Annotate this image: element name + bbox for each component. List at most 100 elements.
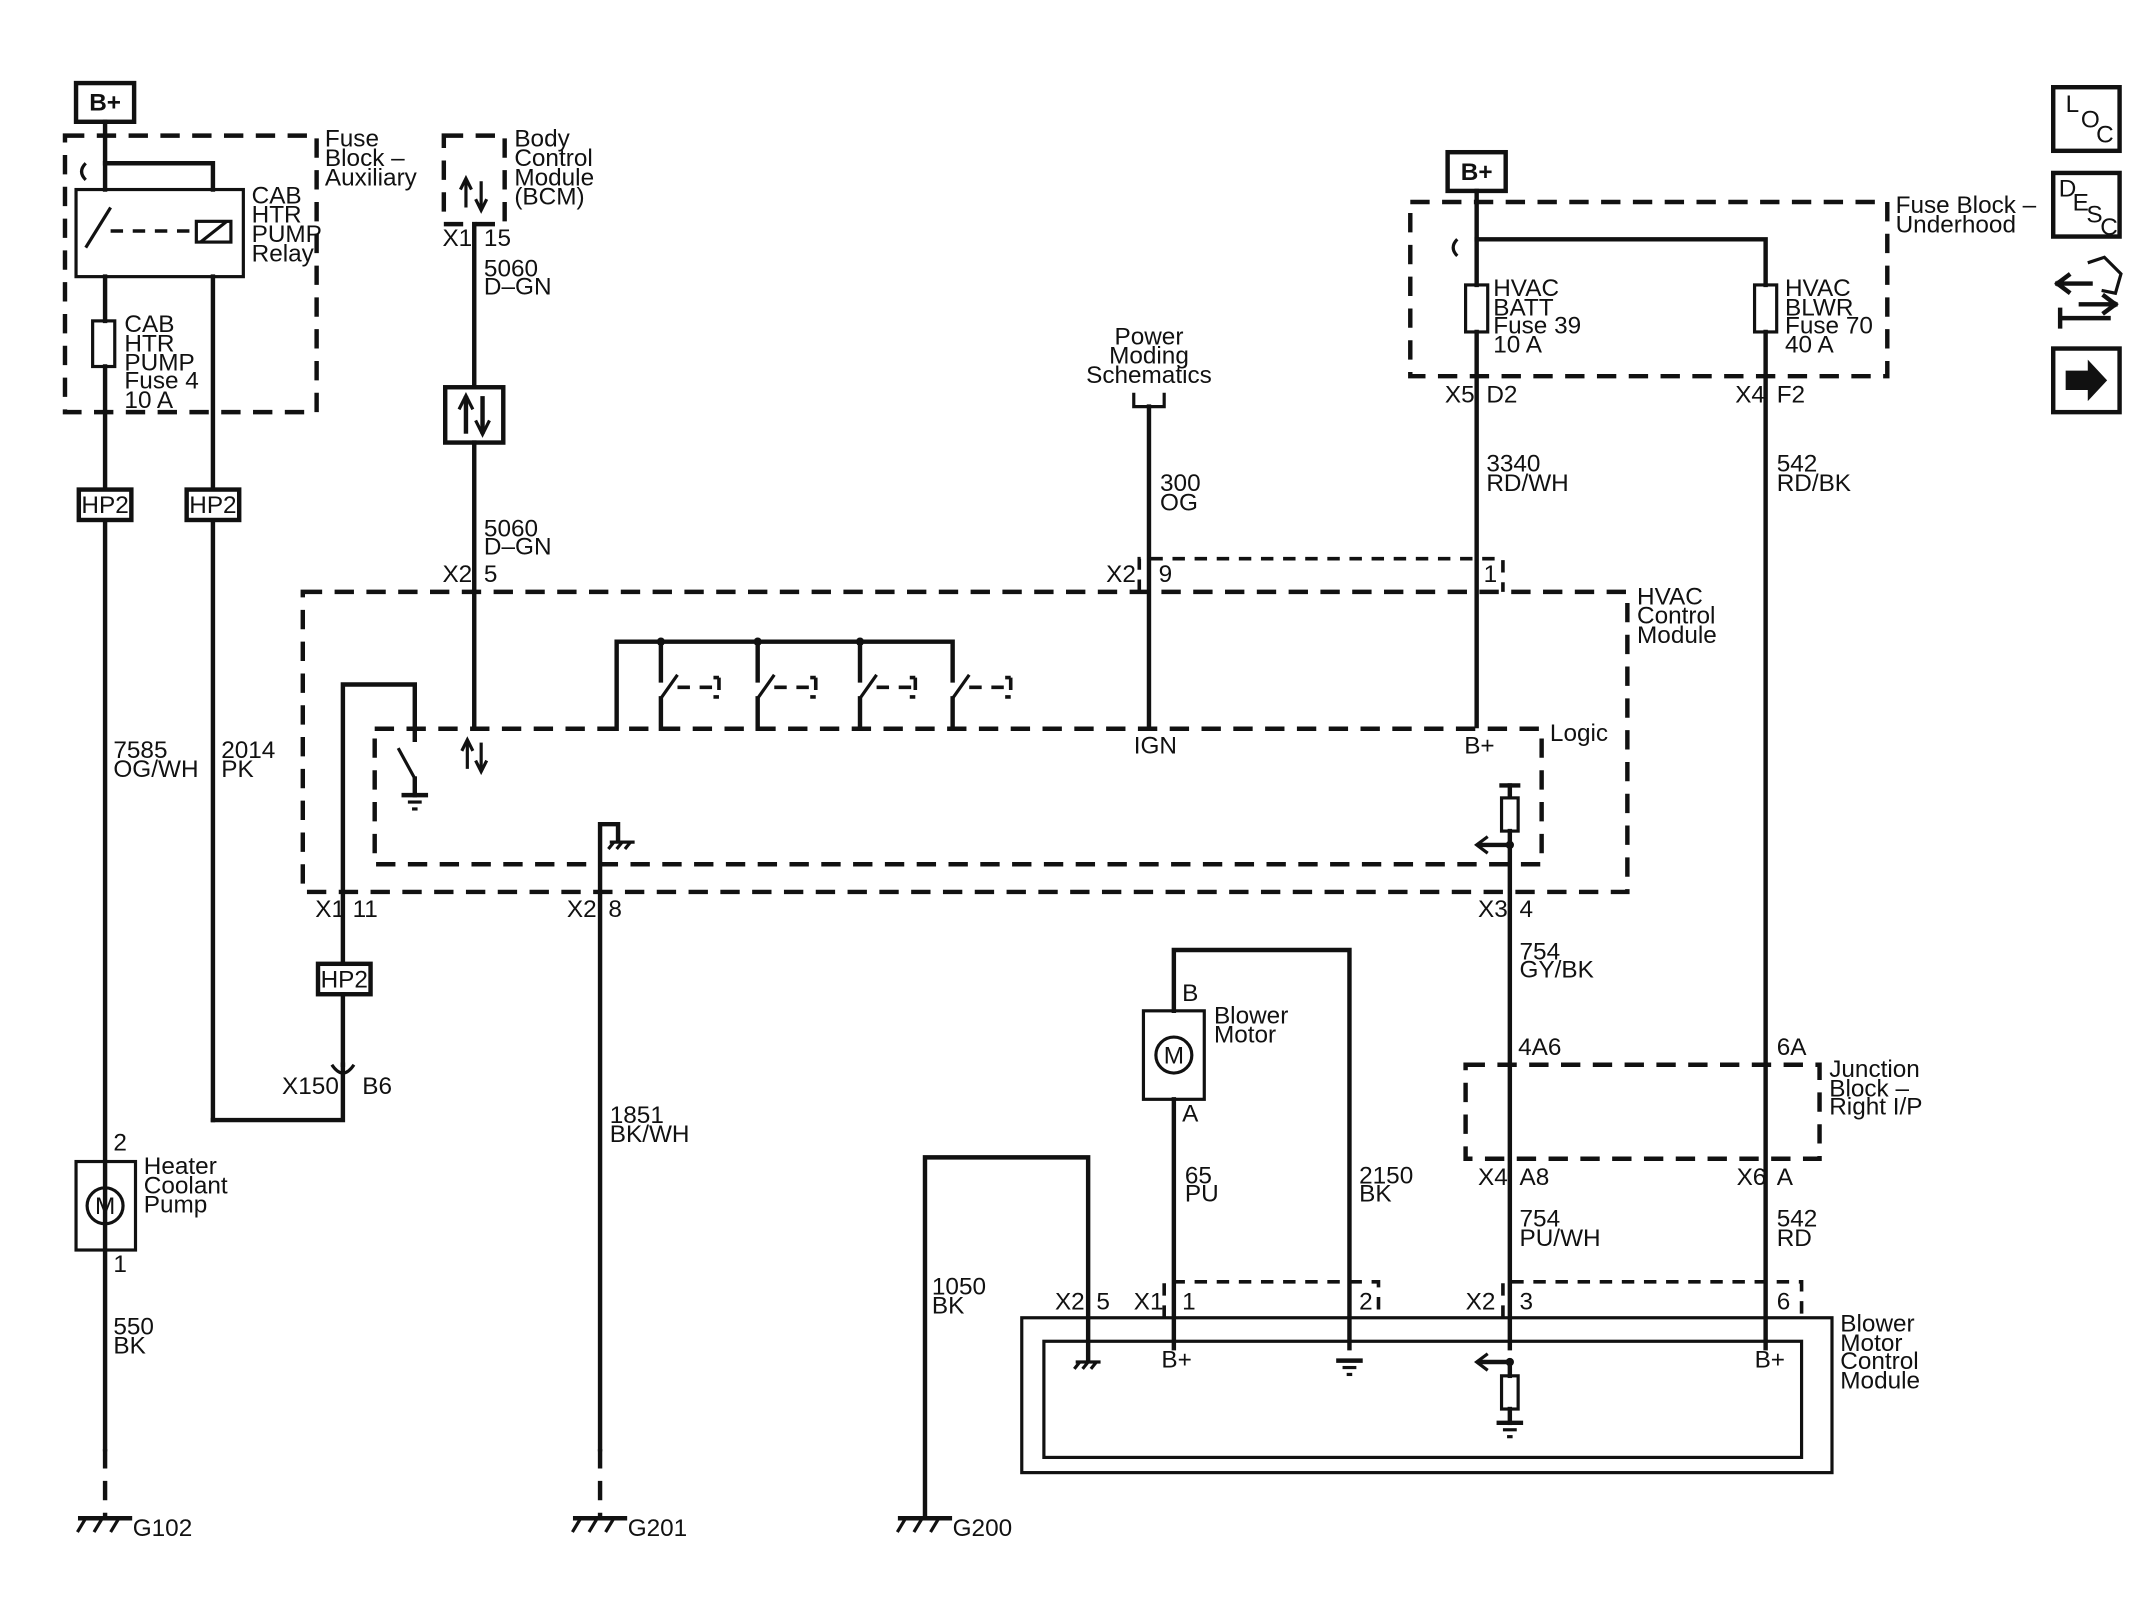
svg-text:A: A bbox=[1182, 1100, 1199, 1127]
svg-text:S: S bbox=[2086, 202, 2102, 229]
svg-text:D–GN: D–GN bbox=[484, 534, 552, 561]
svg-text:PU: PU bbox=[1185, 1181, 1219, 1208]
svg-text:B: B bbox=[1182, 980, 1198, 1007]
power-moding-schematics-ref: Power Moding Schematics bbox=[1086, 323, 1212, 409]
svg-text:G200: G200 bbox=[953, 1515, 1013, 1542]
svg-text:6: 6 bbox=[1777, 1288, 1791, 1315]
svg-text:M: M bbox=[95, 1193, 115, 1220]
hvac-blwr-fuse-70: HVAC BLWR Fuse 70 40 A bbox=[1752, 275, 1873, 359]
svg-text:CAB: CAB bbox=[124, 311, 174, 338]
svg-text:X4: X4 bbox=[1735, 381, 1765, 408]
wire-label-754: 754 GY/BK bbox=[1520, 939, 1594, 984]
svg-text:4A6: 4A6 bbox=[1518, 1034, 1561, 1061]
inline-connector-x150: X150 B6 bbox=[282, 992, 392, 1100]
svg-text:BATT: BATT bbox=[1493, 294, 1554, 321]
wire-label-2150: 2150 BK bbox=[1359, 1163, 1413, 1208]
loc-button[interactable]: L O C bbox=[2051, 85, 2122, 154]
svg-text:Module: Module bbox=[1840, 1367, 1920, 1394]
svg-text:Pump: Pump bbox=[144, 1192, 208, 1219]
svg-text:RD/BK: RD/BK bbox=[1777, 470, 1851, 497]
next-arrow-button[interactable] bbox=[2051, 346, 2122, 415]
svg-text:C: C bbox=[2100, 214, 2118, 241]
svg-text:15: 15 bbox=[484, 225, 511, 252]
svg-text:Coolant: Coolant bbox=[144, 1172, 228, 1199]
svg-text:11: 11 bbox=[353, 896, 378, 923]
body-control-module: Body Control Module (BCM) X1 15 bbox=[441, 126, 594, 252]
svg-text:BK/WH: BK/WH bbox=[610, 1121, 690, 1148]
svg-text:B+: B+ bbox=[1461, 159, 1493, 186]
svg-text:RD: RD bbox=[1777, 1225, 1812, 1252]
svg-text:X2: X2 bbox=[1106, 561, 1136, 588]
svg-text:1851: 1851 bbox=[610, 1102, 664, 1129]
svg-text:HVAC: HVAC bbox=[1637, 583, 1703, 610]
svg-text:HP2: HP2 bbox=[321, 966, 368, 993]
svg-text:GY/BK: GY/BK bbox=[1520, 957, 1594, 984]
svg-text:65: 65 bbox=[1185, 1163, 1212, 1190]
svg-text:X2: X2 bbox=[1466, 1288, 1496, 1315]
svg-text:8: 8 bbox=[608, 896, 622, 923]
wire-label-1050: 1050 BK bbox=[932, 1273, 986, 1319]
svg-text:X150: X150 bbox=[282, 1073, 339, 1100]
svg-text:HVAC: HVAC bbox=[1493, 275, 1559, 302]
svg-text:300: 300 bbox=[1160, 470, 1201, 497]
svg-text:X1: X1 bbox=[442, 225, 472, 252]
svg-text:PK: PK bbox=[221, 756, 253, 783]
wire-label-1851: 1851 BK/WH bbox=[610, 1102, 690, 1148]
svg-text:2: 2 bbox=[113, 1129, 127, 1156]
svg-text:B+: B+ bbox=[1161, 1347, 1191, 1374]
svg-text:L: L bbox=[2066, 91, 2080, 118]
ground-g201: G201 bbox=[571, 1515, 688, 1542]
svg-text:Block –: Block – bbox=[1829, 1076, 1909, 1103]
cab-htr-pump-fuse: CAB HTR PUMP Fuse 4 10 A bbox=[91, 311, 199, 414]
wire-label-65: 65 PU bbox=[1185, 1163, 1219, 1208]
hvac-control-module: HVAC Control Module Logic IGN B+ bbox=[300, 556, 1717, 895]
svg-text:Relay: Relay bbox=[252, 240, 315, 267]
svg-text:OG/WH: OG/WH bbox=[113, 756, 198, 783]
svg-text:A8: A8 bbox=[1520, 1164, 1550, 1191]
svg-text:550: 550 bbox=[113, 1313, 154, 1340]
svg-text:BK: BK bbox=[932, 1293, 964, 1320]
svg-text:Fuse: Fuse bbox=[325, 126, 379, 153]
harness-tag-hp2: HP2 bbox=[76, 487, 134, 523]
svg-text:X3: X3 bbox=[1478, 896, 1508, 923]
svg-text:C: C bbox=[2096, 122, 2114, 149]
svg-text:(BCM): (BCM) bbox=[514, 184, 584, 211]
svg-text:D–GN: D–GN bbox=[484, 274, 552, 301]
svg-text:X1: X1 bbox=[1134, 1288, 1164, 1315]
svg-text:Motor: Motor bbox=[1840, 1330, 1902, 1357]
svg-text:Fuse Block –: Fuse Block – bbox=[1896, 192, 2037, 219]
relay-control-switch bbox=[340, 682, 429, 967]
svg-text:542: 542 bbox=[1777, 451, 1818, 478]
bmcm-chassis-ground bbox=[1073, 1360, 1101, 1370]
svg-text:Blower: Blower bbox=[1214, 1002, 1288, 1029]
desc-button[interactable]: D E S C bbox=[2051, 170, 2122, 241]
svg-text:Block –: Block – bbox=[325, 145, 405, 172]
serial-data-arrows bbox=[460, 736, 489, 776]
svg-text:A: A bbox=[1777, 1164, 1794, 1191]
svg-text:5: 5 bbox=[484, 561, 498, 588]
svg-text:Control: Control bbox=[1637, 603, 1715, 630]
svg-text:G201: G201 bbox=[628, 1515, 688, 1542]
wire-label-550: 550 BK bbox=[113, 1313, 154, 1359]
switch-bank bbox=[614, 637, 1013, 731]
svg-text:Module: Module bbox=[1637, 622, 1717, 649]
svg-text:40 A: 40 A bbox=[1785, 332, 1834, 359]
svg-text:Motor: Motor bbox=[1214, 1022, 1276, 1049]
svg-text:O: O bbox=[2081, 106, 2100, 133]
svg-text:Underhood: Underhood bbox=[1896, 211, 2016, 238]
svg-text:E: E bbox=[2073, 189, 2089, 216]
svg-text:Fuse 39: Fuse 39 bbox=[1493, 312, 1581, 339]
harness-tag-hp2: HP2 bbox=[184, 487, 242, 523]
svg-text:2: 2 bbox=[1359, 1288, 1373, 1315]
connector-view-icon[interactable] bbox=[2054, 255, 2123, 329]
svg-text:HP2: HP2 bbox=[189, 492, 236, 519]
svg-text:BLWR: BLWR bbox=[1785, 294, 1853, 321]
svg-text:Control: Control bbox=[1840, 1348, 1918, 1375]
svg-text:F2: F2 bbox=[1777, 381, 1805, 408]
svg-text:X2: X2 bbox=[442, 561, 472, 588]
blower-speed-output bbox=[1474, 783, 1521, 1351]
wire-label-5060: 5060 D–GN bbox=[484, 256, 552, 301]
bmcm-speed-input bbox=[1474, 1352, 1524, 1439]
wire-label-2014: 2014 PK bbox=[221, 737, 275, 783]
svg-text:Logic: Logic bbox=[1550, 720, 1608, 747]
